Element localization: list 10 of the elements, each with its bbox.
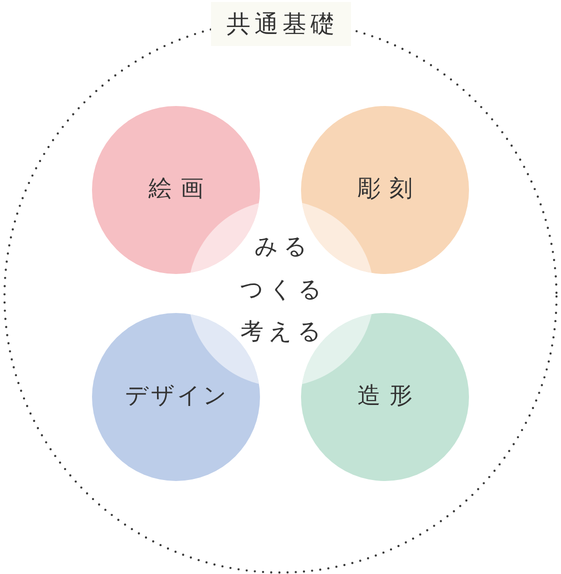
circle-label: 彫刻: [356, 176, 422, 204]
circle-label: 造形: [356, 383, 422, 411]
dotted-circle: [3, 2, 558, 574]
circle-label: 絵画: [148, 176, 212, 204]
category-circle: [301, 313, 469, 481]
circle-label: デザイン: [124, 383, 229, 411]
center-text: 考える: [240, 319, 326, 347]
center-text: つくる: [239, 277, 327, 305]
center-text: みる: [254, 234, 312, 262]
group-title: 共通基礎: [210, 2, 350, 46]
